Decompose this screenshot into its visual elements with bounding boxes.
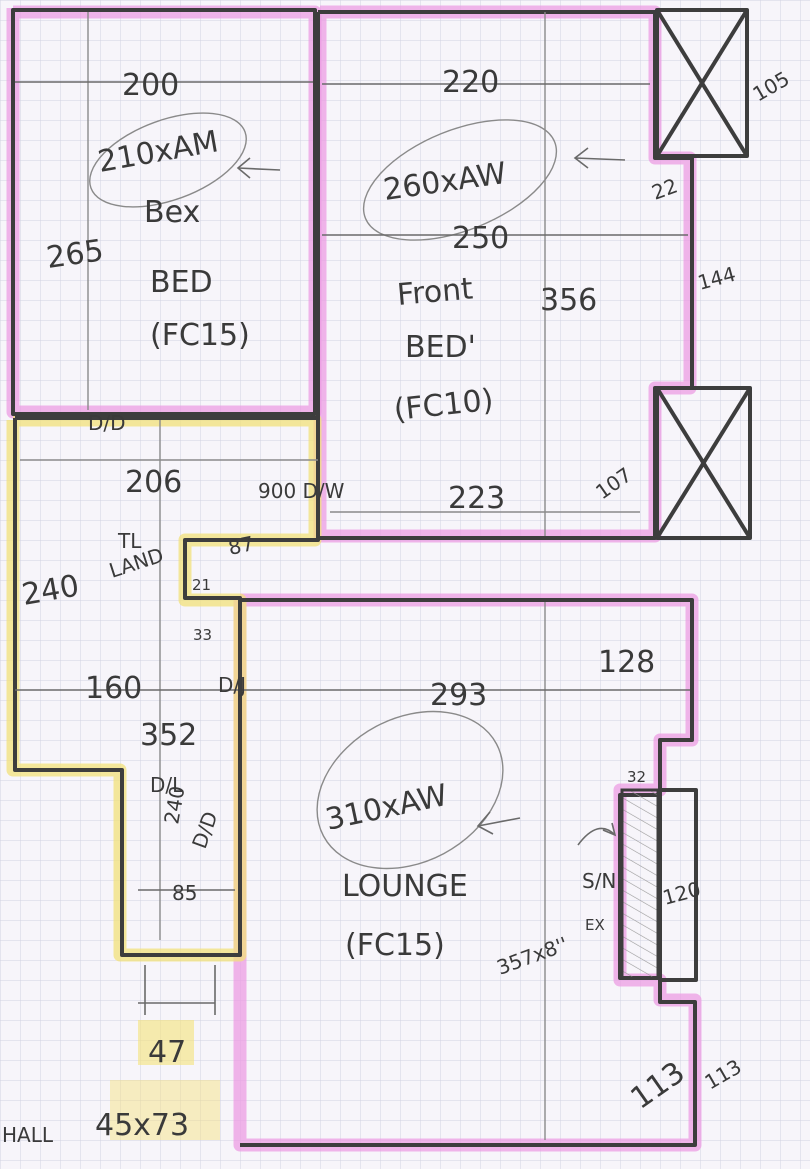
landing-step-depth: 21 <box>192 576 211 594</box>
lounge-name: LOUNGE <box>342 869 468 904</box>
lounge-hearth-line1: S/N <box>582 869 616 893</box>
walls <box>11 8 752 1147</box>
stairs-door-marker: D/L <box>150 773 184 797</box>
box-bed-name-line1: Bex <box>144 195 200 230</box>
stairs-length: 352 <box>140 718 197 753</box>
box-bed-name-line2: BED <box>150 265 213 300</box>
box-bed-floor: (FC15) <box>150 318 250 353</box>
arrows <box>236 147 626 846</box>
lounge-width: 293 <box>430 678 487 713</box>
front-bed-name-line1: Front <box>396 271 475 313</box>
box-bed-door-marker: D/D <box>88 411 126 435</box>
landing-label-line1: TL <box>117 529 142 553</box>
hall-label: HALL <box>2 1123 54 1147</box>
landing-door-marker: D/J <box>218 673 246 697</box>
front-bed-width-bottom: 223 <box>448 481 505 516</box>
front-bed-width-mid: 250 <box>452 221 509 256</box>
front-bed-width-top: 220 <box>442 65 499 100</box>
lounge-floor: (FC15) <box>345 928 445 963</box>
landing-step-jog: 33 <box>193 626 212 644</box>
dimension-lines <box>15 81 690 1015</box>
lounge-chimney-jog: 32 <box>627 768 646 786</box>
lounge-hearth-line2: EX <box>585 916 605 934</box>
front-bed-name-line2: BED' <box>405 330 476 365</box>
stairs-opening: 47 <box>148 1035 186 1070</box>
front-bed-depth: 356 <box>540 283 597 318</box>
landing-step-width: 87 <box>226 531 256 560</box>
stairs-stair-width: 85 <box>172 881 197 905</box>
construction-lines <box>20 12 640 1140</box>
hall-size: 45x73 <box>95 1108 189 1143</box>
landing-width: 206 <box>125 465 182 500</box>
lounge-alcove-width: 128 <box>598 645 655 680</box>
landing-lower-width: 160 <box>85 671 142 706</box>
box-bed-depth: 265 <box>44 233 106 276</box>
box-bed-width: 200 <box>122 68 179 103</box>
front-bed-door: 900 D/W <box>258 479 345 503</box>
